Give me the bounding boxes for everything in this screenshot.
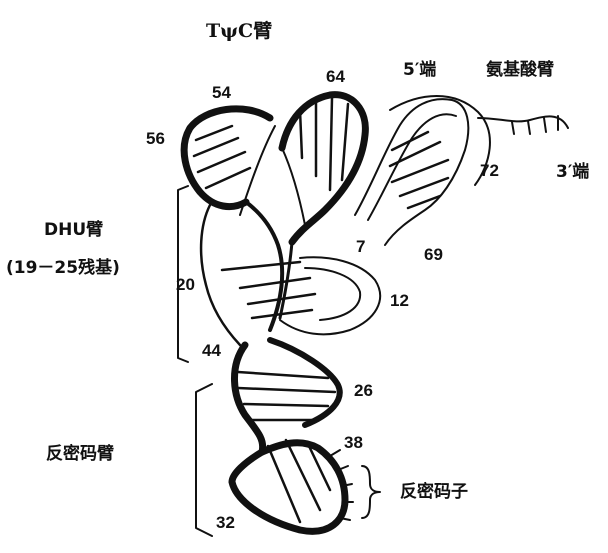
backbone-t-to-dhu [244,200,285,332]
dhu-loop-inner [304,267,362,321]
anticodon-stem-right [267,337,343,428]
anticodon-arm-bracket [195,383,213,537]
acceptor-rungs [388,130,450,210]
anticodon-brace [361,465,381,519]
anticodon-label: 反密码子 [400,482,468,502]
residue-44: 44 [202,341,221,360]
residue-54: 54 [212,83,231,102]
residue-32: 32 [216,513,235,532]
anticodon-loop-rungs [266,438,332,524]
residue-38: 38 [344,433,363,452]
dhu-loop-outer [279,256,381,336]
residue-64: 64 [326,67,345,86]
acceptor-arm-label: 氨基酸臂 [486,60,554,80]
three-prime-tail [477,115,569,129]
tpsic-arm-label: TψC臂 [206,20,273,42]
residue-26: 26 [354,381,373,400]
dhu-rungs [220,260,317,320]
backbone-left [199,203,242,347]
tpsic-left-rungs [192,124,252,190]
t-loop-right-rungs [298,96,350,192]
tpsic-loop-left-inner [239,125,276,216]
backbone-mid [278,240,294,320]
acceptor-strand-b [367,113,457,221]
acceptor-outer-ribbon [389,95,491,186]
residue-69: 69 [424,245,443,264]
anticodon-stem-rungs [236,370,337,422]
residue-12: 12 [390,291,409,310]
three-prime-tail-ticks [511,115,559,135]
residue-7: 7 [356,237,366,256]
t-loop-right-inner [281,147,306,226]
anticodon-arm-label: 反密码臂 [46,444,114,464]
anticodon-stem-left [231,341,267,456]
t-loop-right [278,91,369,246]
three-prime-end-label: 3′端 [556,162,590,182]
dhu-arm-bracket [177,185,189,363]
dhu-range-label: (19－25残基) [6,258,120,278]
residue-72: 72 [480,161,499,180]
acceptor-strand-a [354,98,470,246]
residue-20: 20 [176,275,195,294]
anticodon-loop [228,439,349,535]
tpsic-loop-left [180,105,274,211]
anticodon-base-ticks [329,449,354,521]
five-prime-end-label: 5′端 [403,60,437,80]
residue-56: 56 [146,129,165,148]
dhu-arm-label: DHU臂 [44,220,104,240]
